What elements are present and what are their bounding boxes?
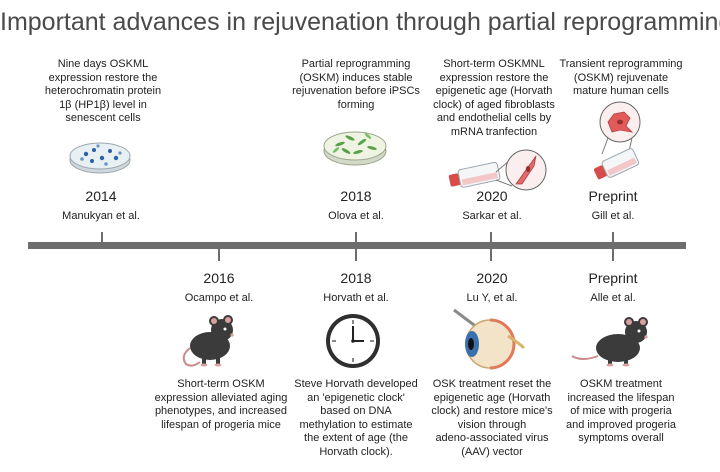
description-line: forming	[337, 98, 375, 111]
event-description: Nine days OSKML expression restore the h…	[38, 58, 168, 126]
description-line: (OSKM) induces stable	[299, 71, 413, 84]
description-line: expression alleviated aging	[154, 391, 288, 404]
event-description: OSK treatment reset the epigenetic age (…	[422, 378, 562, 459]
description-line: expression restore the	[48, 71, 158, 84]
description-line: mature human cells	[573, 85, 669, 97]
event-description: OSKM treatment increased the lifespan of…	[556, 378, 686, 446]
event-authors: Olova et al.	[328, 210, 384, 222]
event-description: Short-term OSKMNL expression restore the…	[424, 58, 564, 139]
description-line: OSKM treatment	[580, 378, 662, 390]
description-line: based on DNA	[320, 405, 392, 417]
description-line: the extent of age (the	[304, 432, 408, 444]
description-line: expression restore the	[439, 71, 549, 84]
petri-dish-green-cells-icon	[323, 131, 387, 166]
timeline-tick	[612, 232, 614, 244]
description-line: Partial reprogramming	[301, 58, 411, 70]
timeline-tick	[355, 232, 357, 244]
event-authors: Lu Y, et al.	[466, 292, 518, 304]
description-line: (OSKM) rejuvenate	[573, 71, 669, 84]
description-line: senescent cells	[65, 112, 141, 124]
timeline-tick	[101, 232, 103, 244]
description-line: vision through	[457, 418, 527, 431]
event-year: Preprint	[588, 188, 638, 204]
event-description: Partial reprogramming (OSKM) induces sta…	[286, 58, 426, 112]
description-line: Steve Horvath developed	[294, 378, 418, 390]
event-description: Transient reprogramming (OSKM) rejuvenat…	[556, 58, 686, 99]
description-line: increased the lifespan	[567, 391, 675, 404]
description-line: and improved progeria	[565, 418, 677, 431]
timeline-tick	[490, 232, 492, 244]
event-authors: Sarkar et al.	[462, 210, 522, 222]
eye-injection-icon	[453, 308, 526, 370]
event-year: 2020	[476, 188, 508, 204]
description-line: an 'epigenetic clock'	[307, 391, 405, 404]
description-line: epigenetic age (Horvath	[435, 85, 553, 97]
description-line: and endothelial cells by	[436, 112, 552, 124]
description-line: lifespan of progeria mice	[161, 418, 281, 431]
description-line: mRNA tranfection	[450, 125, 538, 138]
event-description: Short-term OSKM expression alleviated ag…	[146, 378, 296, 432]
event-description: Steve Horvath developed an 'epigenetic c…	[286, 378, 426, 459]
timeline-tick	[355, 249, 357, 261]
culture-flask-cell-icon	[593, 101, 641, 180]
culture-flask-fibroblast-icon	[448, 149, 547, 191]
page-title: Important advances in rejuvenation throu…	[0, 8, 720, 36]
description-line: Transient reprogramming	[559, 58, 683, 70]
event-year: 2020	[476, 270, 508, 286]
timeline-tick	[612, 249, 614, 261]
description-line: rejuvenation before iPSCs	[292, 85, 420, 97]
description-line: (AAV) vector	[461, 445, 523, 458]
event-year: Preprint	[588, 270, 638, 286]
description-line: Short-term OSKM	[177, 378, 265, 390]
description-line: Nine days OSKML	[57, 58, 149, 70]
description-line: of mice with progeria	[570, 405, 672, 417]
description-line: Horvath clock).	[319, 445, 393, 458]
description-line: symptoms overall	[578, 432, 664, 444]
old-mouse-icon	[571, 317, 648, 367]
description-line: phenotypes, and increased	[154, 405, 288, 417]
timeline-tick	[218, 249, 220, 261]
description-line: 1β (HP1β) level in	[59, 98, 147, 111]
event-authors: Ocampo et al.	[184, 292, 254, 304]
description-line: heterochromatin protein	[44, 85, 162, 97]
event-year: 2018	[340, 270, 372, 286]
event-year: 2014	[85, 188, 117, 204]
mouse-icon	[182, 315, 234, 367]
description-line: methylation to estimate	[299, 418, 413, 431]
description-line: epigenetic age (Horvath	[433, 391, 551, 404]
clock-icon	[326, 314, 380, 368]
petri-dish-blue-cells-icon	[69, 142, 131, 174]
event-authors: Gill et al.	[591, 210, 635, 222]
event-authors: Alle et al.	[590, 292, 636, 304]
event-authors: Manukyan et al.	[62, 210, 140, 222]
event-year: 2016	[203, 270, 235, 286]
event-year: 2018	[340, 188, 372, 204]
event-authors: Horvath et al.	[323, 292, 389, 304]
timeline-axis	[28, 242, 686, 249]
description-line: adeno-associated virus	[435, 432, 549, 444]
description-line: clock) of aged fibroblasts	[433, 98, 555, 111]
description-line: Short-term OSKMNL	[443, 58, 545, 70]
description-line: clock) and restore mice's	[431, 405, 553, 417]
timeline-tick	[490, 249, 492, 261]
description-line: OSK treatment reset the	[432, 378, 552, 390]
